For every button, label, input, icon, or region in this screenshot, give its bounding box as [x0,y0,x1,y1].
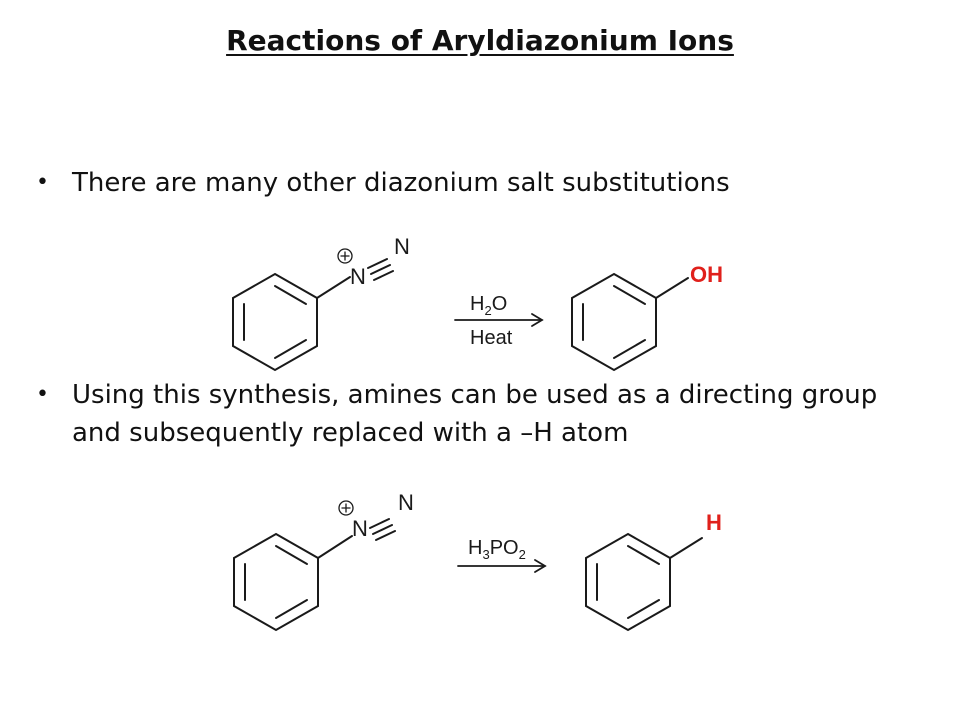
bullet-text: Using this synthesis, amines can be used… [72,380,878,448]
reagent-water: H2O [470,293,507,318]
ring-double-bond [627,599,660,619]
n-n-triple-bond [372,524,393,535]
reagent-hypophosphorous-acid: H3PO2 [468,537,526,562]
n-n-triple-bond [369,518,390,529]
bullet-text: There are many other diazonium salt subs… [72,168,730,198]
product-benzene-ring [585,532,671,632]
ring-double-bond [274,339,307,359]
nitrogen-outer: N [398,490,414,515]
bullet-directing-group: • Using this synthesis, amines can be us… [36,376,916,452]
slide-title: Reactions of Aryldiazonium Ions [226,24,734,57]
positive-charge-circle [338,500,354,516]
bullet-diazonium-substitutions: • There are many other diazonium salt su… [36,164,916,202]
ring-double-bond [613,339,646,359]
bullet-marker: • [36,382,49,407]
c-n-bond [316,276,351,299]
c-o-bond [655,277,689,299]
c-n-bond [317,535,353,559]
c-h-bond [669,537,703,559]
ring-double-bond [275,545,308,565]
ring-double-bond [613,285,646,305]
reactant-benzene-ring [233,532,319,632]
reactant-benzene-ring [232,272,318,372]
nitrogen-inner: N [350,264,366,289]
n-n-triple-bond [375,530,396,541]
condition-heat: Heat [470,327,513,349]
n-n-triple-bond [373,270,394,281]
ring-double-bond [627,545,660,565]
product-benzene-ring [571,272,657,372]
bullet-marker: • [36,170,49,195]
n-n-triple-bond [370,264,391,275]
n-n-triple-bond [367,258,388,269]
ring-double-bond [275,599,308,619]
nitrogen-outer: N [394,234,410,259]
reaction-scheme-reduction: N N H3PO2 H [233,490,722,632]
hydroxyl-group: OH [690,262,723,287]
ring-double-bond [274,285,307,305]
reaction-scheme-hydrolysis: N N H2O Heat OH [232,234,723,372]
positive-charge-circle [337,248,353,264]
hydrogen-group: H [706,510,722,535]
nitrogen-inner: N [352,516,368,541]
